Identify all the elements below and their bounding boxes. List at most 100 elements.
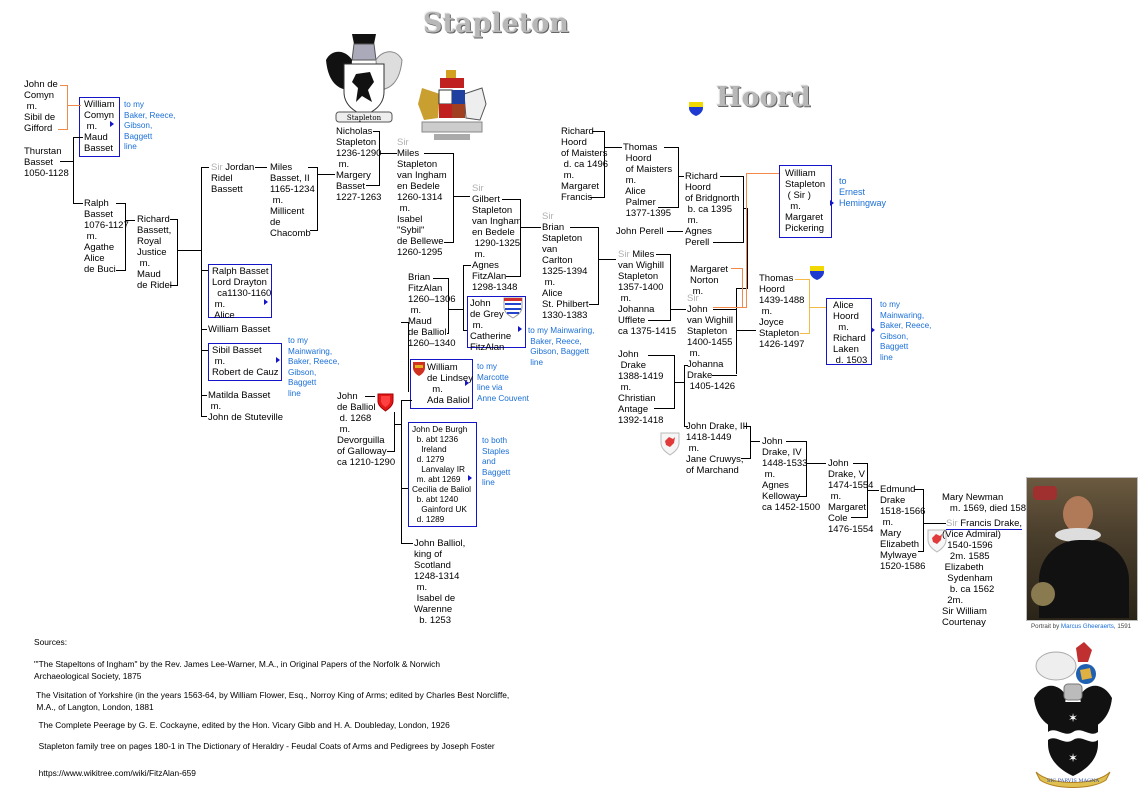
person-john-de-burgh: John De Burgh b. abt 1236 Ireland d. 127… (412, 424, 472, 524)
arrow-right-icon[interactable] (110, 121, 114, 127)
person-miles-stapleton: Sir (397, 137, 409, 148)
person-john-balliol-king: John Balliol, king of Scotland 1248-1314… (414, 538, 466, 626)
person-brian-fitzalan: Brian FitzAlan 1260–1306 m. Maud de Ball… (408, 272, 456, 349)
person-gilbert-sir: Sir (472, 183, 484, 194)
caption-artist-link[interactable]: Marcus Gheeraerts (1060, 623, 1114, 630)
francis-drake-portrait (1026, 477, 1138, 621)
sir-prefix: Sir (472, 183, 484, 194)
source-item: "'The Stapeltons of Ingham" by the Rev. … (34, 659, 440, 681)
arrow-right-icon[interactable] (468, 475, 472, 481)
person-richard-hoord-bridgnorth: Richard Hoord of Bridgnorth b. ca 1395 m… (685, 171, 740, 248)
person-box-william-stapleton-sir[interactable] (779, 165, 832, 238)
person-thomas-hoord-maisters: Thomas Hoord of Maisters m. Alice Palmer… (623, 142, 673, 219)
person-william-basset: William Basset (208, 324, 271, 335)
link-lindsey-line[interactable]: to my Marcotte line via Anne Couvent (477, 362, 529, 403)
person-ralph-basset-drayton: Ralph Basset Lord Drayton ca1130-1160 m.… (212, 266, 272, 321)
person-box-william-comyn[interactable] (79, 97, 120, 157)
person-francis-drake[interactable]: Sir Francis Drake, (946, 518, 1023, 530)
person-miles-basset: Miles Basset, II 1165-1234 m. Millicent … (270, 162, 315, 239)
caption-year: , 1591 (1113, 623, 1132, 630)
person-margaret-norton: Margaret Norton m. (690, 264, 729, 297)
person-mary-newman: Mary Newman m. 1569, died 1581 (942, 492, 1032, 514)
sir-prefix: Sir (618, 249, 630, 260)
person-john-drake: John Drake 1388-1419 m. Christian Antage… (618, 349, 664, 426)
person-john-drake-v: John Drake, V 1474-1554 m. Margaret Cole… (828, 458, 874, 535)
miles-van-wighill-name: Miles van Wighill Stapleton 1357-1400 m.… (618, 249, 677, 337)
drake-crest-icon: ✶ ✶ SIC PARVIS MAGNA (1034, 642, 1112, 788)
person-box-john-de-burgh[interactable] (408, 422, 477, 527)
person-alice-hoord: Alice Hoord m. Richard Laken d. 1503 (833, 300, 868, 366)
person-john-van-wighill: John van Wighill Stapleton 1400-1455 m. … (687, 304, 736, 392)
person-miles-van-wighill: Sir Miles van Wighill Stapleton 1357-140… (618, 249, 676, 337)
person-john-de-comyn: John de Comyn m. Sibil de Gifford (24, 79, 58, 134)
arrow-right-icon[interactable] (276, 357, 280, 363)
sir-prefix: Sir (211, 162, 223, 173)
arrow-right-icon[interactable] (465, 380, 469, 386)
source-item: The Visitation of Yorkshire (in the year… (36, 690, 510, 712)
crest-label: Stapleton (347, 114, 382, 122)
person-brian-sir: Sir (542, 211, 554, 222)
person-brian-stapleton: Brian Stapleton van Carlton 1325-1394 m.… (542, 222, 589, 321)
person-william-stapleton-sir: William Stapleton ( Sir ) m. Margaret Pi… (785, 168, 826, 234)
person-jordan-ridel-bassett: Sir Jordan Ridel Bassett (211, 162, 254, 195)
person-john-de-grey: John de Grey m. Catherine FitzAlan (470, 298, 512, 353)
drake-wyvern-arms-icon-2 (927, 529, 947, 553)
hoord-title: Hoord (716, 82, 811, 113)
arrow-right-icon[interactable] (871, 327, 875, 333)
caption-prefix: Portrait by (1031, 623, 1061, 630)
arrow-right-icon[interactable] (518, 326, 522, 332)
grey-arms-icon (503, 297, 523, 319)
hoord-shield-icon (689, 102, 703, 116)
link-sibil-line[interactable]: to my Mainwaring, Baker, Reece, Gibson, … (288, 336, 340, 398)
person-richard-hoord-maisters: Richard Hoord of Maisters d. ca 1496 m. … (561, 126, 609, 203)
person-nicholas-stapleton: Nicholas Stapleton 1236-1290 m. Margery … (336, 126, 382, 203)
drake-wyvern-arms-icon (660, 432, 680, 456)
jordan-name: Jordan Ridel Bassett (211, 162, 255, 195)
person-francis-drake-details: (Vice Admiral) 1540-1596 2m. 1585 Elizab… (942, 529, 1001, 628)
sir-prefix: Sir (397, 137, 409, 148)
francis-drake-name: Francis Drake, (960, 518, 1023, 529)
person-john-de-balliol: John de Balliol d. 1268 m. Devorguilla o… (337, 391, 396, 468)
sir-prefix: Sir (687, 293, 699, 304)
person-john-perell: John Perell (616, 226, 664, 237)
drake-motto: SIC PARVIS MAGNA (1047, 778, 1100, 784)
person-william-comyn: William Comyn m. Maud Basset (84, 99, 115, 154)
arrow-right-icon[interactable] (830, 200, 834, 206)
link-hemingway[interactable]: to Ernest Hemingway (839, 176, 887, 208)
source-item: The Complete Peerage by G. E. Cockayne, … (34, 720, 450, 730)
person-sibil-basset: Sibil Basset m. Robert de Cauz (212, 345, 279, 378)
person-box-ralph-basset-drayton[interactable] (208, 264, 272, 318)
hoord-shield-icon-2 (810, 266, 824, 280)
person-john-sir: Sir (687, 293, 699, 304)
arrow-right-icon[interactable] (264, 299, 268, 305)
sir-prefix: Sir (542, 211, 554, 222)
person-richard-bassett: Richard Bassett, Royal Justice m. Maud d… (137, 214, 172, 291)
person-miles-stapleton-name: Miles Stapleton van Ingham en Bedele 126… (397, 148, 447, 258)
svg-text:✶: ✶ (1068, 751, 1078, 765)
person-thomas-hoord: Thomas Hoord 1439-1488 m. Joyce Stapleto… (759, 273, 805, 350)
person-edmund-drake: Edmund Drake 1518-1566 m. Mary Elizabeth… (880, 484, 926, 572)
person-ralph-basset: Ralph Basset 1076-1127 m. Agathe Alice d… (84, 198, 129, 275)
person-gilbert-stapleton: Gilbert Stapleton van Ingham en Bedele 1… (472, 194, 522, 293)
source-link-wikitree[interactable]: https://www.wikitree.com/wiki/FitzAlan-6… (34, 768, 196, 778)
source-item: Stapleton family tree on pages 180-1 in … (34, 741, 495, 751)
royal-arms-icon (418, 70, 487, 140)
link-grey-line[interactable]: to my Mainwaring, Baker, Reece, Gibson, … (528, 326, 595, 367)
stapleton-crest-icon: Stapleton (326, 34, 403, 123)
person-john-drake-iv: John Drake, IV 1448-1533 m. Agnes Kellow… (762, 436, 821, 513)
person-box-sibil-basset[interactable] (208, 343, 282, 381)
link-burgh-line[interactable]: to both Staples and Baggett line (482, 436, 511, 487)
link-alice-hoord-line[interactable]: to my Mainwaring, Baker, Reece, Gibson, … (880, 300, 932, 362)
lindsey-arms-icon (413, 362, 425, 376)
person-thurstan-basset: Thurstan Basset 1050-1128 (24, 146, 69, 179)
portrait-caption: Portrait by Marcus Gheeraerts, 1591 (1031, 621, 1131, 632)
person-william-de-lindsey: William de Lindsey m. Ada Baliol (427, 362, 473, 406)
person-john-drake-iii: John Drake, III 1418-1449 m. Jane Cruwys… (686, 421, 748, 476)
person-matilda-basset: Matilda Basset m. John de Stuteville (208, 390, 283, 423)
svg-text:✶: ✶ (1068, 711, 1078, 725)
sources-heading: Sources: (34, 637, 68, 647)
stapleton-title: Stapleton (423, 8, 569, 39)
link-comyn-line[interactable]: to my Baker, Reece, Gibson, Baggett line (124, 100, 176, 151)
sir-prefix: Sir (946, 518, 958, 529)
balliol-arms-icon (377, 393, 394, 412)
